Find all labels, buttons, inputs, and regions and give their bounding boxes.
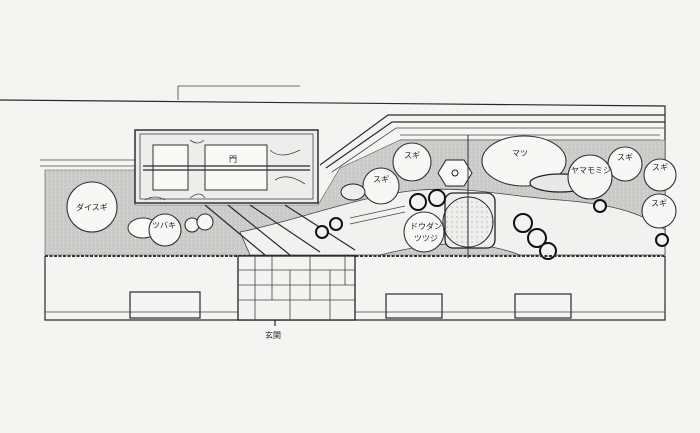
approach-path (204, 204, 356, 256)
tree-tsubaki: ツバキ (127, 213, 214, 247)
tree-label: マツ (512, 149, 528, 158)
stone-lantern (437, 159, 473, 187)
tree-label: スギ (373, 175, 389, 184)
tree-label: ヤマモミジ (571, 166, 611, 175)
tree-yamamomiji: ヤマモミジ (529, 154, 613, 200)
pond (442, 135, 496, 258)
tree-label: スギ (617, 153, 633, 162)
tree-label: ツツジ (414, 234, 438, 243)
tree-label: ダイスギ (76, 202, 108, 212)
stepping-stones (315, 183, 669, 260)
gate-label: 門 (229, 155, 237, 164)
entrance-stone-paving (237, 255, 356, 321)
entrance-label: 玄関 (265, 330, 281, 340)
tree-label: ドウダン (410, 221, 442, 231)
tree-daisugi: ダイスギ (66, 181, 118, 233)
tree-label: ツバキ (152, 221, 176, 230)
tree-label: スギ (652, 163, 668, 172)
gate: 門 (134, 129, 319, 204)
tree-label: スギ (404, 151, 420, 160)
tree-label: スギ (651, 199, 667, 208)
tree-sugi: スギ スギ スギ スギ スギ (362, 142, 677, 229)
tree-matsu: マツ (481, 135, 567, 187)
shrub-doudantsutsuji: ドウダン ツツジ (403, 211, 445, 253)
